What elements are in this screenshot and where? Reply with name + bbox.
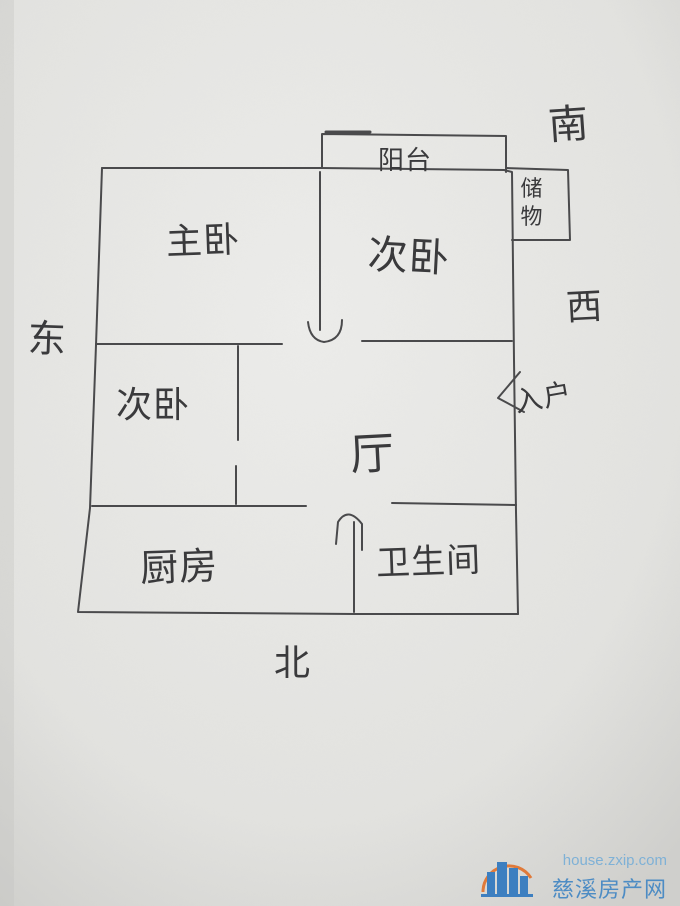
watermark-name: 慈溪房产网 [551,878,667,903]
living-room-label: 厅 [348,427,397,482]
compass-east-label: 东 [27,316,68,362]
compass-south-label: 南 [546,100,591,150]
site-watermark: house.zxip.com 慈溪房产网 [475,846,675,903]
compass-west-label: 西 [565,286,605,329]
storage-label: 储物 [520,177,544,230]
master-bedroom-label: 主卧 [165,219,241,264]
watermark-url: house.zxip.com [562,852,667,869]
kitchen-label: 厨房 [139,543,219,591]
compass-north-label: 北 [274,643,312,684]
wall-lines [77,130,571,615]
second-bedroom-left-label: 次卧 [116,385,191,426]
bathroom-label: 卫生间 [375,540,482,584]
second-bedroom-top-label: 次卧 [366,231,451,283]
building-logo-icon [481,862,533,897]
balcony-label: 阳台 [378,146,433,176]
